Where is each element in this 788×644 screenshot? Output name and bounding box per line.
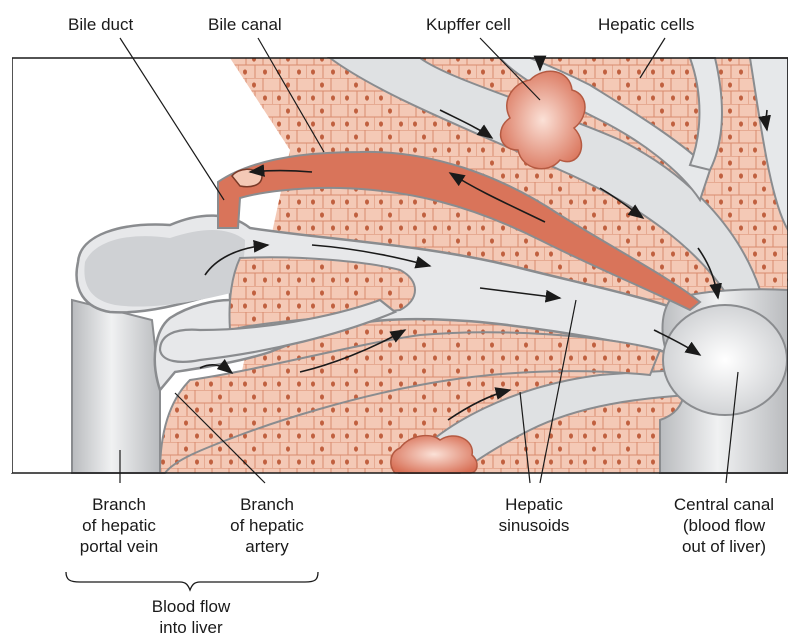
label-sinusoids-line: sinusoids <box>474 515 594 536</box>
label-hepatic-artery-line: artery <box>212 536 322 557</box>
label-blood-flow-line: Blood flow <box>126 596 256 617</box>
label-hepatic-artery-line: Branch <box>212 494 322 515</box>
blood-flow-brace <box>66 572 318 590</box>
label-central-canal: Central canal (blood flow out of liver) <box>660 494 788 557</box>
label-bile-canal: Bile canal <box>208 14 282 35</box>
central-canal <box>660 289 788 473</box>
label-central-canal-line: Central canal <box>660 494 788 515</box>
label-hepatic-sinusoids: Hepatic sinusoids <box>474 494 594 536</box>
label-hepatic-cells: Hepatic cells <box>598 14 694 35</box>
label-kupffer-cell: Kupffer cell <box>426 14 511 35</box>
label-portal-vein-line: of hepatic <box>64 515 174 536</box>
label-hepatic-artery-line: of hepatic <box>212 515 322 536</box>
label-hepatic-artery: Branch of hepatic artery <box>212 494 322 557</box>
label-central-canal-line: (blood flow <box>660 515 788 536</box>
label-portal-vein-line: Branch <box>64 494 174 515</box>
label-bile-duct: Bile duct <box>68 14 133 35</box>
label-blood-flow-into-liver: Blood flow into liver <box>126 596 256 638</box>
label-blood-flow-line: into liver <box>126 617 256 638</box>
label-sinusoids-line: Hepatic <box>474 494 594 515</box>
label-portal-vein: Branch of hepatic portal vein <box>64 494 174 557</box>
label-portal-vein-line: portal vein <box>64 536 174 557</box>
label-central-canal-line: out of liver) <box>660 536 788 557</box>
